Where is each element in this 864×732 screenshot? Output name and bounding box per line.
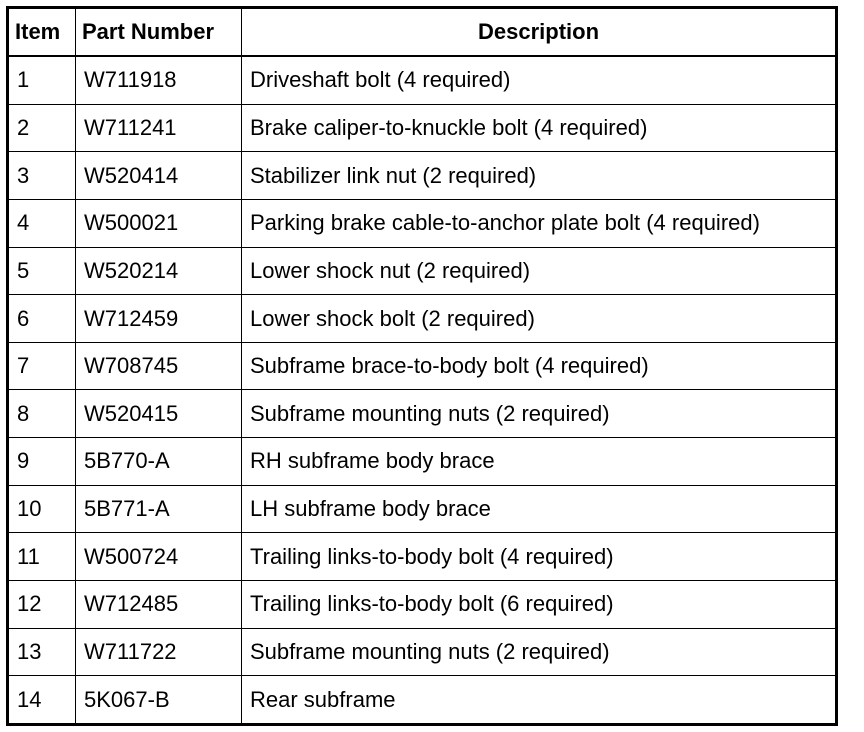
cell-part-number: 5B771-A	[75, 484, 242, 534]
cell-part-number: W500724	[75, 532, 242, 582]
cell-item: 12	[7, 580, 76, 629]
cell-part-number: W711918	[75, 55, 242, 105]
column-header-description: Description	[241, 7, 837, 57]
cell-description: Brake caliper-to-knuckle bolt (4 require…	[241, 103, 837, 153]
cell-item: 1	[7, 55, 76, 105]
cell-description: RH subframe body brace	[241, 437, 837, 486]
cell-part-number: W520415	[75, 389, 242, 439]
cell-item: 6	[7, 294, 76, 343]
cell-description: Lower shock nut (2 required)	[241, 246, 837, 296]
cell-description: Subframe mounting nuts (2 required)	[241, 627, 837, 677]
cell-part-number: W712485	[75, 580, 242, 629]
cell-description: Rear subframe	[241, 675, 837, 725]
cell-description: Trailing links-to-body bolt (6 required)	[241, 580, 837, 629]
cell-item: 11	[7, 532, 76, 582]
cell-item: 4	[7, 198, 76, 248]
column-header-part-number: Part Number	[75, 7, 242, 57]
cell-item: 7	[7, 341, 76, 391]
cell-item: 13	[7, 627, 76, 677]
cell-description: Driveshaft bolt (4 required)	[241, 55, 837, 105]
cell-item: 14	[7, 675, 76, 725]
cell-part-number: W520214	[75, 246, 242, 296]
cell-description: Stabilizer link nut (2 required)	[241, 151, 837, 200]
cell-description: Trailing links-to-body bolt (4 required)	[241, 532, 837, 582]
table-header: Item Part Number Description	[7, 7, 837, 57]
cell-part-number: 5K067-B	[75, 675, 242, 725]
cell-description: Lower shock bolt (2 required)	[241, 294, 837, 343]
cell-part-number: W712459	[75, 294, 242, 343]
cell-item: 10	[7, 484, 76, 534]
cell-description: LH subframe body brace	[241, 484, 837, 534]
cell-part-number: W708745	[75, 341, 242, 391]
cell-description: Parking brake cable-to-anchor plate bolt…	[241, 198, 837, 248]
cell-part-number: W520414	[75, 151, 242, 200]
cell-item: 3	[7, 151, 76, 200]
cell-part-number: W500021	[75, 198, 242, 248]
header-row: Item Part Number Description	[7, 7, 837, 57]
cell-item: 9	[7, 437, 76, 486]
cell-item: 5	[7, 246, 76, 296]
cell-item: 2	[7, 103, 76, 153]
cell-part-number: W711241	[75, 103, 242, 153]
cell-part-number: W711722	[75, 627, 242, 677]
cell-item: 8	[7, 389, 76, 439]
cell-part-number: 5B770-A	[75, 437, 242, 486]
column-header-item: Item	[7, 7, 76, 57]
cell-description: Subframe mounting nuts (2 required)	[241, 389, 837, 439]
cell-description: Subframe brace-to-body bolt (4 required)	[241, 341, 837, 391]
